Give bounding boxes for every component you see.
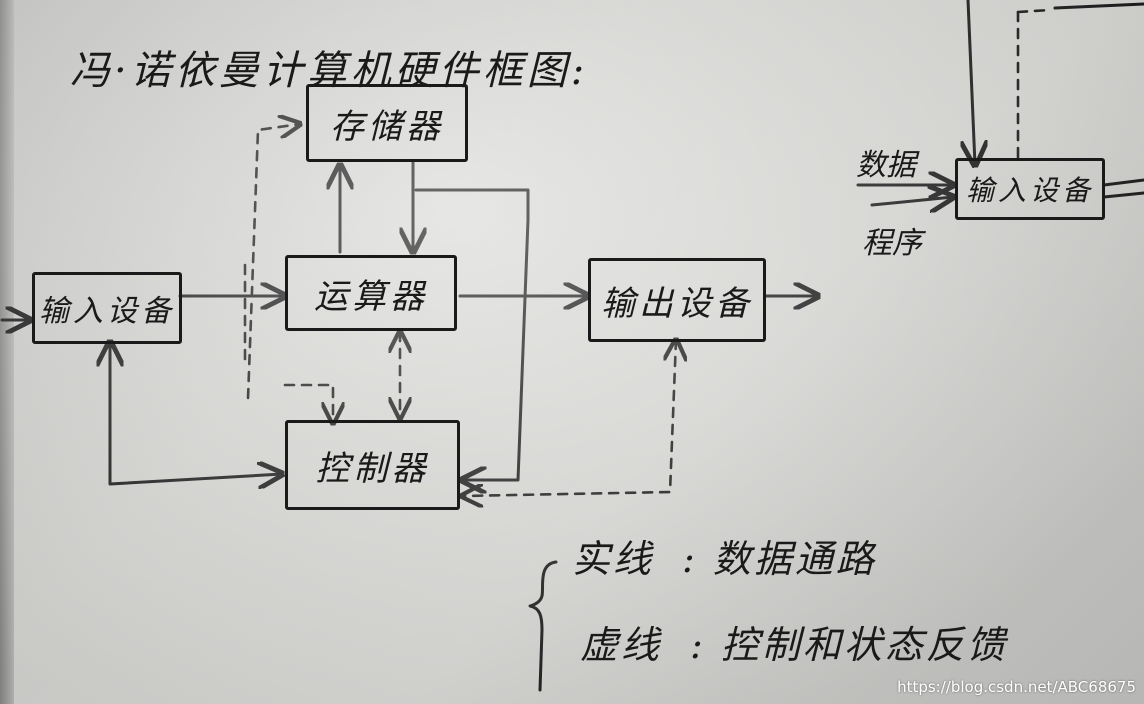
node-input: 输入设备 xyxy=(32,272,182,344)
arrow-input-right-out xyxy=(1102,178,1144,187)
dashed-top-right-top xyxy=(1016,8,1052,14)
dashed-output-to-control xyxy=(462,340,676,496)
side-label-program: 程序 xyxy=(862,226,922,261)
arrow-program-to-input-right xyxy=(870,197,953,205)
node-alu: 运算器 xyxy=(285,255,457,331)
node-control: 控制器 xyxy=(285,420,460,510)
legend-brace xyxy=(528,560,558,692)
node-control-label: 控制器 xyxy=(315,448,430,489)
dashed-left-to-control xyxy=(283,383,333,423)
side-label-data: 数据 xyxy=(856,148,916,183)
dashed-control-to-memory xyxy=(246,124,300,400)
legend-solid-meaning: : 数据通路 xyxy=(682,537,877,581)
arrow-input-right-out-2 xyxy=(1102,191,1144,199)
node-input-right: 输入设备 xyxy=(955,158,1105,220)
legend-dashed-meaning: : 控制和状态反馈 xyxy=(690,623,1008,667)
node-memory: 存储器 xyxy=(306,84,468,162)
arrow-input-control-link xyxy=(110,342,282,484)
node-input-label: 输入设备 xyxy=(39,294,175,329)
node-input-right-label: 输入设备 xyxy=(965,174,1094,207)
source-watermark: https://blog.csdn.net/ABC68675 xyxy=(897,678,1136,696)
node-alu-label: 运算器 xyxy=(314,276,428,317)
notebook-binding xyxy=(0,0,14,704)
node-output: 输出设备 xyxy=(588,258,766,342)
node-output-label: 输出设备 xyxy=(601,283,753,324)
line-top-right-feed xyxy=(968,0,975,165)
legend-solid-term: 实线 xyxy=(572,537,655,581)
node-memory-label: 存储器 xyxy=(330,106,444,147)
legend-dashed-term: 虚线 xyxy=(580,623,663,667)
line-top-right-bracket xyxy=(1053,2,1144,10)
